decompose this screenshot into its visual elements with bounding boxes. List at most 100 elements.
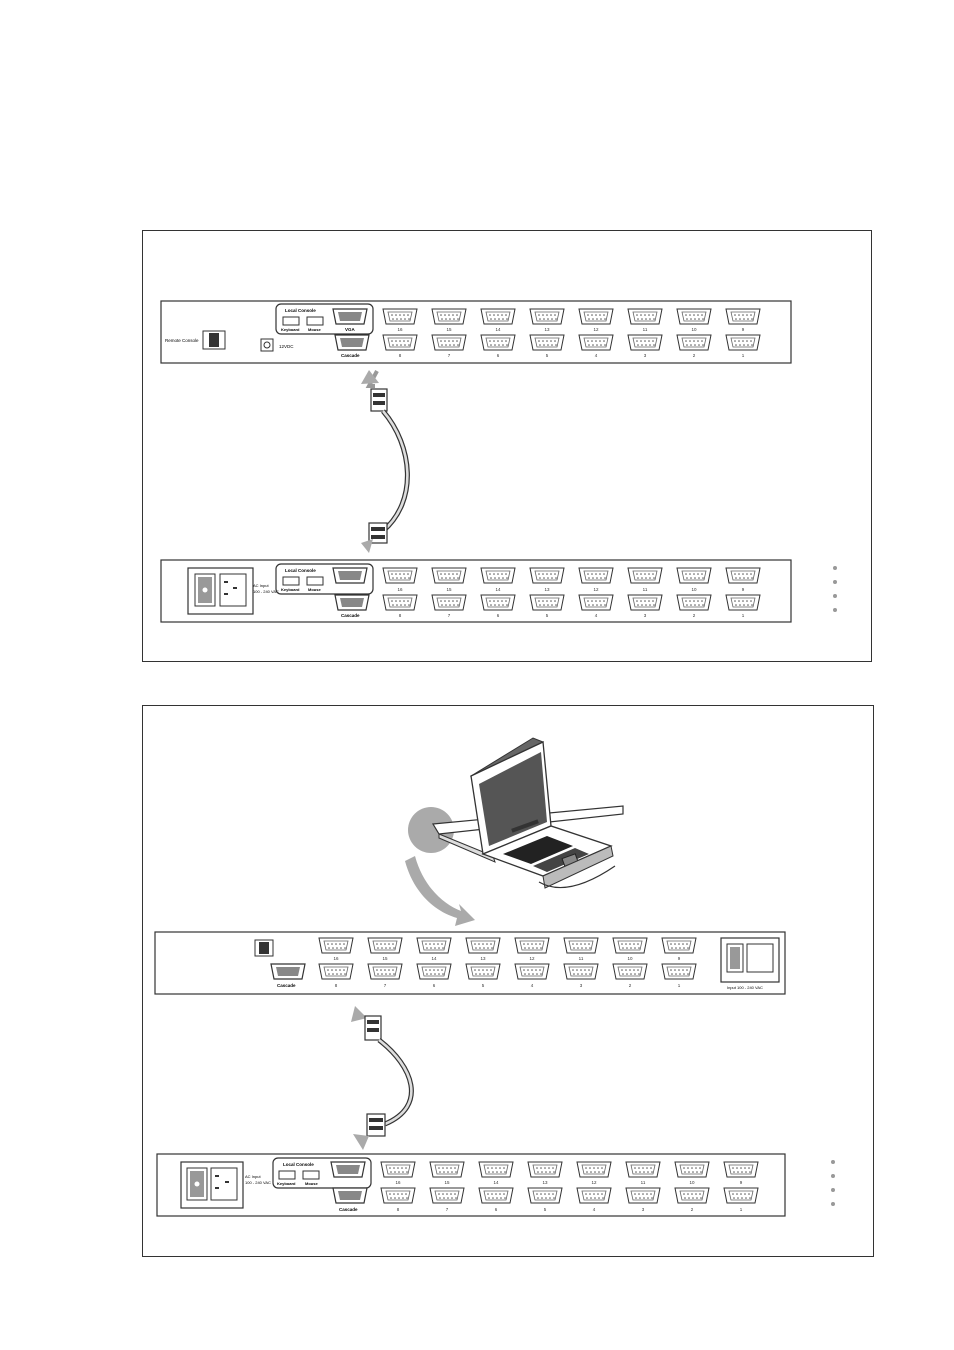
- port-number: 3: [580, 983, 583, 988]
- port-number: 12: [591, 1180, 597, 1185]
- port-number: 6: [497, 613, 500, 618]
- port-number: 10: [689, 1180, 695, 1185]
- port-number: 4: [593, 1207, 596, 1212]
- port-number: 13: [542, 1180, 548, 1185]
- db15-port: [725, 308, 761, 325]
- port-number: 13: [544, 327, 550, 332]
- ac-input-label: Input 100 - 240 VAC: [727, 985, 763, 990]
- port-number: 11: [643, 587, 648, 592]
- db15-port: [676, 334, 712, 351]
- port-number: 1: [740, 1207, 743, 1212]
- port-number: 15: [444, 1180, 450, 1185]
- db15-port: [318, 963, 354, 980]
- db15-port: [725, 594, 761, 611]
- port-number: 5: [546, 353, 549, 358]
- keyboard-port: [282, 316, 300, 326]
- ac-power-inlet: [187, 567, 254, 615]
- db15-port: [480, 308, 516, 325]
- vga-label: VGA: [345, 327, 356, 332]
- db15-port: [480, 567, 516, 584]
- local-console-label: Local Console: [283, 1162, 314, 1167]
- port-number: 14: [495, 587, 501, 592]
- port-number: 5: [482, 983, 485, 988]
- port-number: 4: [595, 613, 598, 618]
- local-console-box: [275, 563, 374, 595]
- port-number: 16: [395, 1180, 401, 1185]
- port-number: 2: [693, 613, 696, 618]
- port-number: 9: [742, 587, 745, 592]
- top-ports-row: [382, 308, 761, 325]
- panel-1-svg: Remote Console 12VDC Local Console Keybo…: [160, 300, 837, 623]
- remote-console-connector: [202, 330, 226, 350]
- top-ports-row: [380, 1161, 759, 1178]
- port-number: 6: [497, 353, 500, 358]
- cascade-cable-2: [351, 1006, 414, 1150]
- db15-port: [416, 937, 452, 954]
- port-number: 2: [693, 353, 696, 358]
- keyboard-label: Keyboard: [281, 327, 300, 332]
- port-number: 4: [595, 353, 598, 358]
- port-number: 8: [399, 353, 402, 358]
- port-number: 7: [448, 353, 451, 358]
- db15-port: [480, 334, 516, 351]
- cable-arrow-bottom: [361, 539, 373, 553]
- db15-port: [478, 1187, 514, 1204]
- ac-input-label: AC Input 100 - 240 VAC: [253, 583, 279, 594]
- port-number: 7: [384, 983, 387, 988]
- db15-port: [367, 937, 403, 954]
- highlight-circle: [408, 807, 454, 853]
- db15-port: [382, 594, 418, 611]
- db15-port: [576, 1187, 612, 1204]
- keyboard-label: Keyboard: [277, 1181, 296, 1186]
- port-number: 1: [742, 353, 745, 358]
- port-number: 11: [579, 956, 584, 961]
- db15-port: [529, 594, 565, 611]
- db15-port: [627, 334, 663, 351]
- db15-port: [563, 963, 599, 980]
- keyboard-port: [278, 1170, 296, 1180]
- db15-port: [465, 937, 501, 954]
- cable-arrow-bottom: [353, 1134, 369, 1150]
- port-number: 12: [529, 956, 535, 961]
- slave-unit-rear-2: AC Input 100 - 240 VAC Local Console Key…: [156, 1153, 786, 1217]
- db15-port: [625, 1161, 661, 1178]
- db15-port: [480, 594, 516, 611]
- db15-port: [465, 963, 501, 980]
- port-number: 12: [593, 587, 599, 592]
- db15-port: [576, 1161, 612, 1178]
- ac-input-label-line2: 100 - 240 VAC: [253, 589, 279, 594]
- remote-console-connector: [254, 939, 274, 957]
- port-number: 2: [691, 1207, 694, 1212]
- db15-port: [514, 937, 550, 954]
- mouse-label: Mouse: [308, 587, 321, 592]
- power-label: 12VDC: [279, 344, 294, 349]
- db15-port: [382, 334, 418, 351]
- db15-port: [661, 937, 697, 954]
- port-number: 8: [397, 1207, 400, 1212]
- port-number: 2: [629, 983, 632, 988]
- db15-port: [514, 963, 550, 980]
- port-number: 14: [431, 956, 437, 961]
- mouse-label: Mouse: [308, 327, 321, 332]
- port-number: 8: [399, 613, 402, 618]
- cascade-cable-1: [361, 370, 410, 553]
- db15-port: [431, 594, 467, 611]
- db15-port: [627, 567, 663, 584]
- db15-port: [380, 1187, 416, 1204]
- bottom-ports-row: [318, 963, 697, 980]
- port-number: 3: [644, 613, 647, 618]
- ac-input-label-line2: 100 - 240 VAC: [245, 1180, 271, 1185]
- remote-console-label: Remote Console: [165, 338, 199, 343]
- ac-power-inlet: [180, 1161, 244, 1209]
- db15-port: [625, 1187, 661, 1204]
- db15-port: [723, 1161, 759, 1178]
- local-console-label: Local Console: [285, 308, 316, 313]
